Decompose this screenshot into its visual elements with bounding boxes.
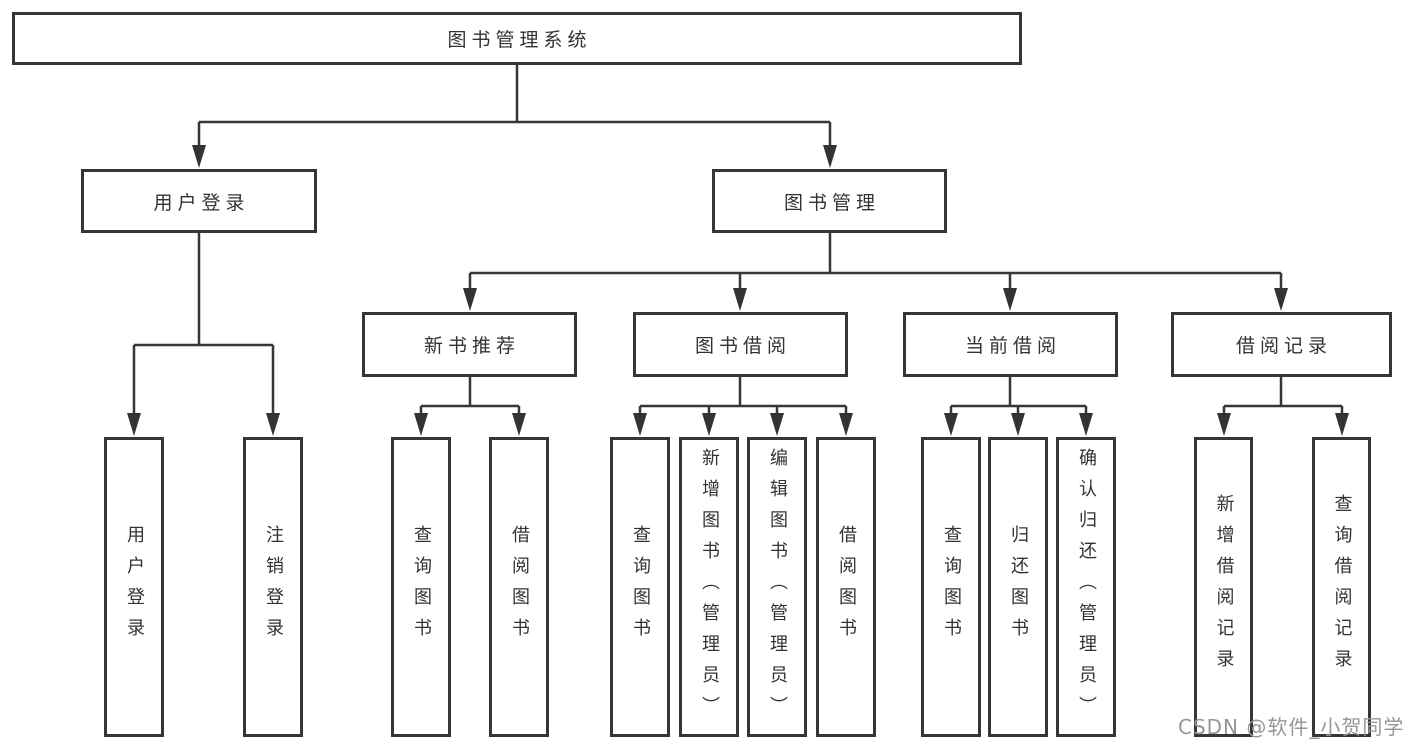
node-confirm-return-admin-label: 确认归还（管理员） <box>1076 447 1097 727</box>
node-edit-book-admin: 编辑图书（管理员） <box>747 437 807 737</box>
node-book-borrow: 图书借阅 <box>633 312 848 377</box>
node-query-books-label: 查询图书 <box>411 525 432 649</box>
node-logout-leaf: 注销登录 <box>243 437 303 737</box>
node-query-books: 查询图书 <box>921 437 981 737</box>
node-new-book-recommend: 新书推荐 <box>362 312 577 377</box>
node-book-management-label: 图书管理 <box>783 191 880 214</box>
node-add-book-admin: 新增图书（管理员） <box>679 437 739 737</box>
node-edit-book-admin-label: 编辑图书（管理员） <box>767 447 788 727</box>
node-book-management: 图书管理 <box>712 169 947 233</box>
node-borrow-book: 借阅图书 <box>816 437 876 737</box>
node-add-borrow-record: 新增借阅记录 <box>1194 437 1253 737</box>
node-current-borrow: 当前借阅 <box>903 312 1118 377</box>
node-borrow-records: 借阅记录 <box>1171 312 1392 377</box>
connector-path <box>132 65 1344 416</box>
node-return-book-label: 归还图书 <box>1008 525 1029 649</box>
node-user-login-leaf: 用户登录 <box>104 437 164 737</box>
node-borrow-book: 借阅图书 <box>489 437 549 737</box>
node-query-borrow-record-label: 查询借阅记录 <box>1331 494 1353 680</box>
watermark-text: CSDN @软件_小贺同学 <box>1178 715 1405 739</box>
node-query-books: 查询图书 <box>391 437 451 737</box>
node-confirm-return-admin: 确认归还（管理员） <box>1056 437 1116 737</box>
node-query-borrow-record: 查询借阅记录 <box>1312 437 1371 737</box>
node-return-book: 归还图书 <box>988 437 1048 737</box>
node-query-books-label: 查询图书 <box>630 525 651 649</box>
node-logout-leaf-label: 注销登录 <box>263 525 284 649</box>
node-user-login-leaf-label: 用户登录 <box>124 525 145 649</box>
node-query-books: 查询图书 <box>610 437 670 737</box>
node-add-book-admin-label: 新增图书（管理员） <box>699 447 720 727</box>
arrowhead-icon <box>127 145 1349 436</box>
node-root-label: 图书管理系统 <box>447 29 592 51</box>
node-query-books-label: 查询图书 <box>941 525 962 649</box>
node-new-book-recommend-label: 新书推荐 <box>423 335 520 357</box>
node-user-login: 用户登录 <box>81 169 317 233</box>
node-root: 图书管理系统 <box>12 12 1022 65</box>
node-current-borrow-label: 当前借阅 <box>964 335 1061 357</box>
node-add-borrow-record-label: 新增借阅记录 <box>1213 494 1235 680</box>
node-user-login-label: 用户登录 <box>153 191 250 214</box>
node-borrow-book-label: 借阅图书 <box>509 525 530 649</box>
node-borrow-book-label: 借阅图书 <box>836 525 857 649</box>
node-book-borrow-label: 图书借阅 <box>694 335 791 357</box>
node-borrow-records-label: 借阅记录 <box>1235 335 1332 357</box>
